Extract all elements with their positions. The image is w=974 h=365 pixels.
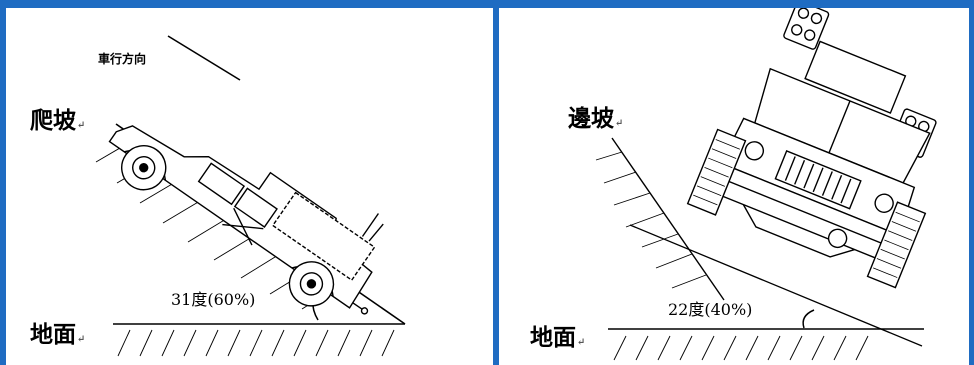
side-view-military-vehicle-icon bbox=[108, 125, 384, 315]
climb-slope-drawing bbox=[95, 35, 406, 357]
left-ground-label: 地面 bbox=[30, 321, 76, 348]
tilted-ground-line bbox=[629, 224, 923, 347]
side-slope-title: 邊坡↵ bbox=[568, 99, 623, 133]
right-ground-label: 地面 bbox=[530, 324, 576, 351]
left-ground-title: 地面↵ bbox=[30, 315, 85, 349]
direction-arrow-line bbox=[167, 35, 241, 81]
climb-slope-title: 爬坡↵ bbox=[30, 101, 85, 135]
frame-left-border bbox=[0, 0, 6, 365]
angle-arc bbox=[802, 309, 815, 329]
side-angle-label: 22度(40%) bbox=[668, 300, 753, 319]
climb-slope-panel: 車行方向 爬坡↵ 31度(60%) 地面↵ bbox=[30, 35, 406, 357]
frame-middle-divider bbox=[493, 0, 499, 365]
front-view-military-vehicle-icon bbox=[686, 0, 937, 289]
frame-right-border bbox=[969, 0, 974, 365]
ground-hatching bbox=[613, 335, 869, 361]
grille bbox=[774, 149, 862, 210]
climb-slope-label: 爬坡 bbox=[30, 107, 76, 134]
slope-hatching bbox=[595, 151, 707, 289]
right-ground-title: 地面↵ bbox=[530, 318, 585, 352]
paragraph-mark: ↵ bbox=[615, 118, 624, 129]
paragraph-mark: ↵ bbox=[577, 337, 586, 348]
frame-top-border bbox=[0, 0, 974, 8]
slope-line bbox=[611, 137, 725, 301]
paragraph-mark: ↵ bbox=[77, 334, 86, 345]
direction-label: 車行方向 bbox=[98, 52, 147, 66]
side-slope-panel: 邊坡↵ 22度(40%) 地面↵ bbox=[496, 0, 974, 365]
side-slope-drawing bbox=[595, 0, 937, 361]
ground-hatching bbox=[117, 329, 395, 357]
paragraph-mark: ↵ bbox=[77, 120, 86, 131]
climb-angle-label: 31度(60%) bbox=[171, 290, 256, 309]
side-slope-label: 邊坡 bbox=[568, 105, 614, 132]
